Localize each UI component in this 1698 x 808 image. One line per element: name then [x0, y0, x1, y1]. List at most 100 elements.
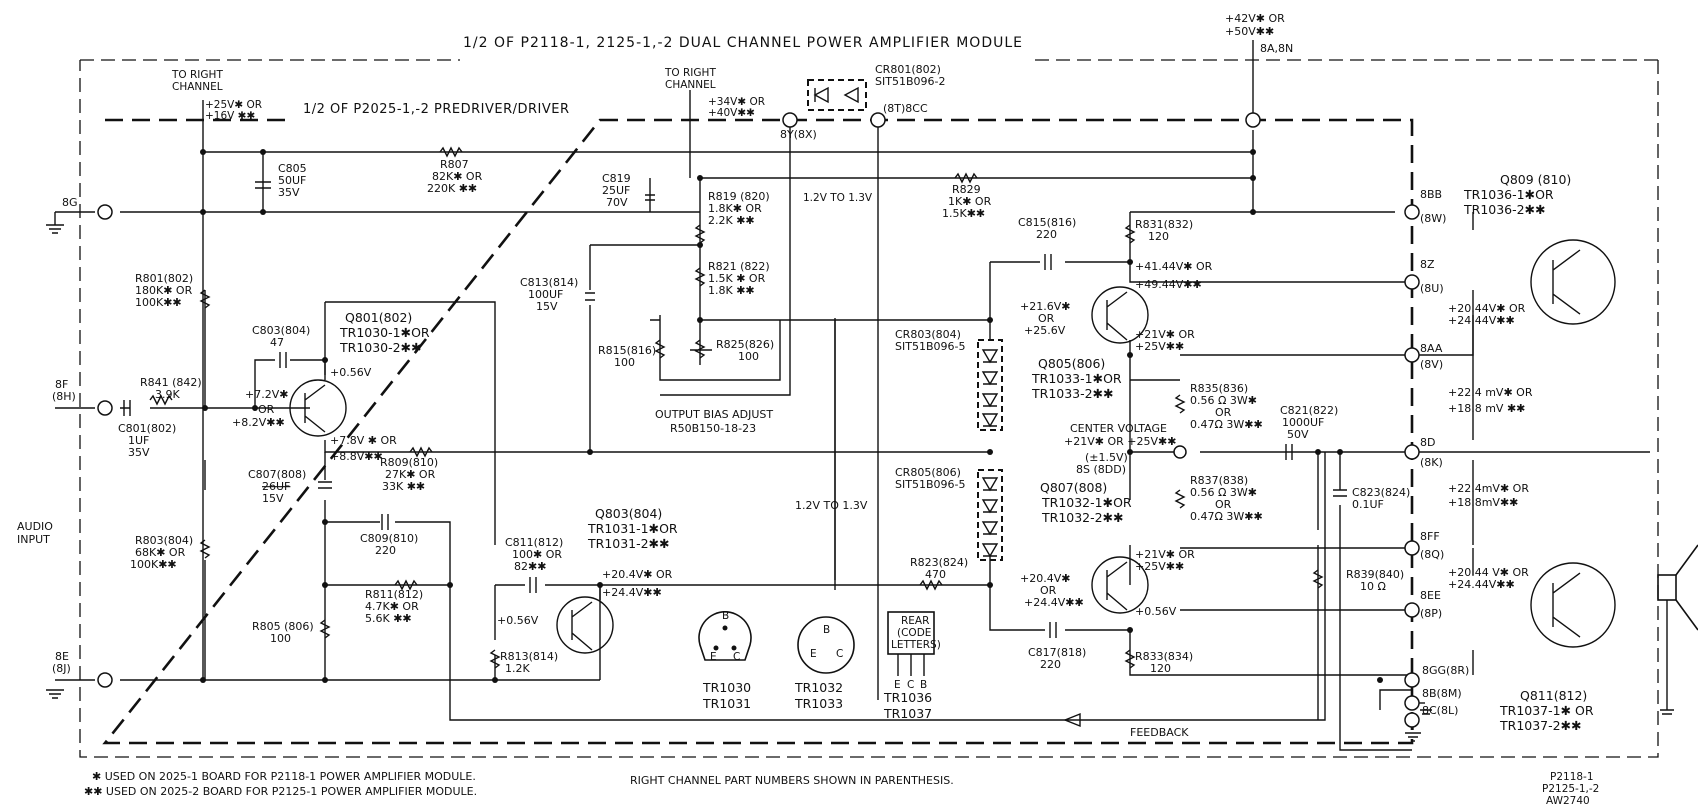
svg-text:R50B150-18-23: R50B150-18-23: [670, 422, 756, 435]
svg-text:B: B: [722, 610, 729, 622]
svg-text:68K✱ OR: 68K✱ OR: [135, 546, 186, 559]
svg-text:R831(832): R831(832): [1135, 218, 1193, 231]
svg-text:R809(810): R809(810): [380, 456, 438, 469]
label-r821: R821 (822)1.5K ✱ OR1.8K ✱✱: [708, 260, 770, 297]
svg-text:TR1033-1✱OR: TR1033-1✱OR: [1031, 371, 1122, 386]
svg-text:+25.6V: +25.6V: [1024, 324, 1066, 337]
svg-text:C823(824): C823(824): [1352, 486, 1410, 499]
feedback-arrow: [1063, 712, 1081, 728]
node-8g: 8G: [62, 196, 78, 209]
svg-text:100: 100: [614, 356, 635, 369]
svg-text:C817(818): C817(818): [1028, 646, 1086, 659]
label-r841: R841 (842)3.9K: [140, 376, 202, 401]
svg-text:5.6K ✱✱: 5.6K ✱✱: [365, 612, 412, 625]
right-channel-supply-1: TO RIGHT CHANNEL +25V✱ OR +16V ✱✱: [171, 69, 262, 122]
svg-text:70V: 70V: [606, 196, 628, 209]
svg-text:8E: 8E: [55, 650, 69, 663]
svg-text:+49.44V✱✱: +49.44V✱✱: [1135, 278, 1202, 291]
svg-text:(8Q): (8Q): [1420, 548, 1444, 561]
svg-text:0.47Ω 3W✱✱: 0.47Ω 3W✱✱: [1190, 510, 1263, 523]
svg-text:R835(836): R835(836): [1190, 382, 1248, 395]
transistor-q807: [1091, 556, 1149, 614]
svg-text:R829: R829: [952, 183, 981, 196]
svg-text:TR1037-1✱ OR: TR1037-1✱ OR: [1499, 703, 1594, 718]
svg-text:C813(814): C813(814): [520, 276, 578, 289]
svg-text:+24.44V✱✱: +24.44V✱✱: [1448, 578, 1515, 591]
transistor-q811: [1530, 562, 1616, 648]
predriver-title: 1/2 OF P2025-1,-2 PREDRIVER/DRIVER: [303, 102, 570, 117]
svg-text:8A,8N: 8A,8N: [1260, 42, 1293, 55]
label-c815: C815(816)220: [1018, 216, 1076, 241]
svg-text:4.7K✱ OR: 4.7K✱ OR: [365, 600, 419, 613]
svg-text:OR: OR: [258, 403, 275, 416]
pinout-tr1030: B E C TR1030 TR1031: [698, 610, 752, 711]
svg-text:47: 47: [270, 336, 284, 349]
svg-text:+21.6V✱: +21.6V✱: [1020, 300, 1070, 313]
label-q801-voltages: +0.56V+7.2V✱OR+8.2V✱✱: [232, 366, 372, 429]
svg-text:SIT51B096-2: SIT51B096-2: [875, 75, 945, 88]
svg-text:R813(814): R813(814): [500, 650, 558, 663]
predriver-border: [102, 118, 1414, 745]
svg-text:TR1031-1✱OR: TR1031-1✱OR: [587, 521, 678, 536]
svg-text:(CODE: (CODE: [897, 627, 931, 639]
svg-text:C: C: [907, 679, 914, 691]
svg-text:TR1032-1✱OR: TR1032-1✱OR: [1041, 495, 1132, 510]
footer-note-3: RIGHT CHANNEL PART NUMBERS SHOWN IN PARE…: [630, 774, 954, 787]
svg-text:R821 (822): R821 (822): [708, 260, 770, 273]
svg-text:R803(804): R803(804): [135, 534, 193, 547]
svg-text:(8K): (8K): [1420, 456, 1443, 469]
svg-text:TR1036-2✱✱: TR1036-2✱✱: [1463, 202, 1546, 217]
svg-text:TO RIGHT: TO RIGHT: [171, 69, 223, 81]
svg-text:E: E: [810, 648, 817, 660]
svg-text:120: 120: [1150, 662, 1171, 675]
svg-text:+22.4 mV✱ OR: +22.4 mV✱ OR: [1448, 386, 1533, 399]
label-r815: R815(816)100: [598, 344, 656, 369]
svg-text:15V: 15V: [262, 492, 284, 505]
svg-text:TR1037: TR1037: [883, 706, 932, 721]
junction-dots: [200, 149, 1383, 683]
svg-text:470: 470: [925, 568, 946, 581]
module-border: [79, 59, 1659, 758]
label-cr803: CR803(804)SIT51B096-5: [895, 328, 965, 353]
svg-text:R841 (842): R841 (842): [140, 376, 202, 389]
svg-text:B: B: [823, 624, 830, 636]
svg-text:2.2K ✱✱: 2.2K ✱✱: [708, 214, 755, 227]
svg-text:OR: OR: [1215, 498, 1232, 511]
pinout-tr1036: REAR (CODE LETTERS) E C B TR1036 TR1037: [883, 611, 941, 721]
svg-text:+24.4V✱✱: +24.4V✱✱: [602, 586, 662, 599]
label-cr805: CR805(806)SIT51B096-5: [895, 466, 965, 491]
svg-text:INPUT: INPUT: [17, 533, 50, 546]
transistor-q803: [556, 596, 614, 654]
svg-text:P2125-1,-2: P2125-1,-2: [1542, 783, 1599, 795]
svg-text:1.2K: 1.2K: [505, 662, 530, 675]
svg-text:CR803(804): CR803(804): [895, 328, 961, 341]
svg-text:R825(826): R825(826): [716, 338, 774, 351]
svg-text:(8P): (8P): [1420, 607, 1442, 620]
svg-text:8EE: 8EE: [1420, 589, 1441, 602]
svg-text:E: E: [894, 679, 901, 691]
svg-text:+18.8 mV ✱✱: +18.8 mV ✱✱: [1448, 402, 1525, 415]
label-q805-voltages: +21.6V✱OR+25.6V+21V✱ OR+25V✱✱: [1020, 300, 1195, 353]
svg-text:REAR: REAR: [901, 615, 929, 627]
label-r831: R831(832)120: [1135, 218, 1193, 243]
svg-text:TR1030-1✱OR: TR1030-1✱OR: [339, 325, 430, 340]
svg-text:0.56 Ω 3W✱: 0.56 Ω 3W✱: [1190, 486, 1257, 499]
svg-text:0.56 Ω 3W✱: 0.56 Ω 3W✱: [1190, 394, 1257, 407]
svg-text:R833(834): R833(834): [1135, 650, 1193, 663]
svg-text:+25V✱ OR: +25V✱ OR: [205, 99, 262, 111]
svg-text:C: C: [733, 651, 740, 663]
svg-text:100: 100: [270, 632, 291, 645]
label-r811: R811(812)4.7K✱ OR5.6K ✱✱: [365, 588, 423, 625]
svg-text:TR1033: TR1033: [794, 696, 843, 711]
label-bias-voltage-b: 1.2V TO 1.3V: [795, 499, 868, 512]
svg-text:TR1036-1✱OR: TR1036-1✱OR: [1463, 187, 1554, 202]
svg-text:100UF: 100UF: [528, 288, 563, 301]
svg-text:(8W): (8W): [1420, 212, 1446, 225]
svg-text:+7.2V✱: +7.2V✱: [245, 388, 288, 401]
svg-text:+42V✱ OR: +42V✱ OR: [1225, 12, 1285, 25]
